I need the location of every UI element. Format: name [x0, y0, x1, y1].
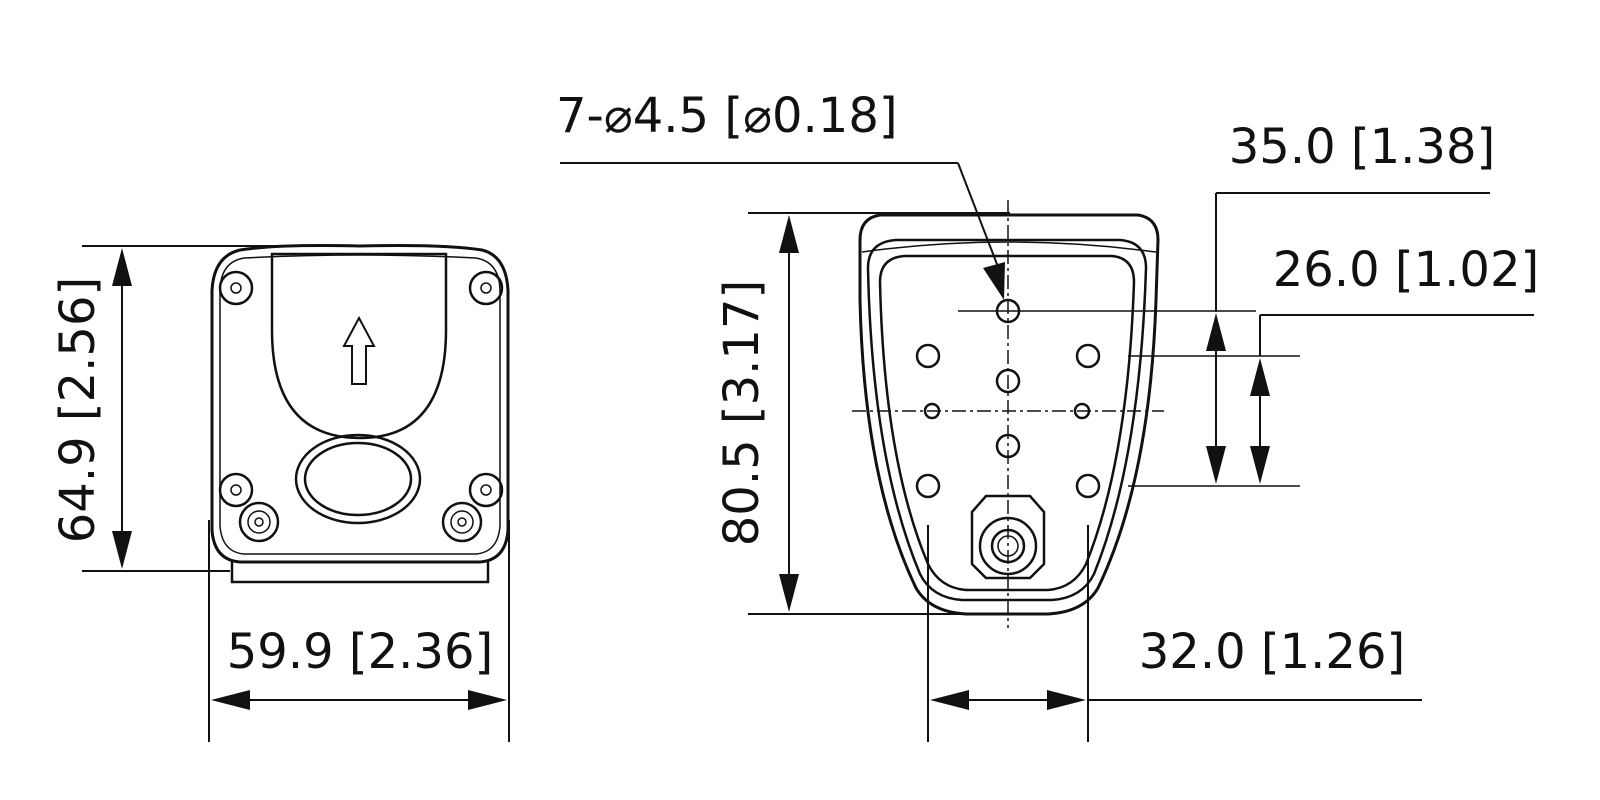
- torx-screw-icon: [441, 501, 483, 543]
- torx-screw-icon: [468, 270, 504, 306]
- mount-hole: [995, 368, 1021, 394]
- mount-hole-small: [923, 402, 941, 420]
- torx-screw-icon: [218, 472, 254, 508]
- mount-body-outline: [858, 213, 1160, 616]
- sliding-cover: [270, 252, 448, 440]
- front-body-outline: [210, 244, 510, 564]
- torx-screw-icon: [238, 501, 280, 543]
- cable-gland: [970, 494, 1046, 580]
- torx-screw-icon: [468, 472, 504, 508]
- lens-window-outer: [294, 433, 422, 525]
- mount-inner-plate: [866, 238, 1148, 602]
- height-dimension-left: 64.9 [2.56]: [50, 277, 106, 543]
- mount-hole: [995, 433, 1021, 459]
- mount-top-band: [861, 241, 1157, 253]
- dimension-26: 26.0 [1.02]: [1273, 242, 1539, 298]
- mount-hole: [915, 473, 941, 499]
- mount-hole: [1075, 343, 1101, 369]
- dimension-35: 35.0 [1.38]: [1229, 119, 1495, 175]
- width-dimension-left: 59.9 [2.36]: [227, 624, 493, 680]
- mount-hole: [995, 298, 1021, 324]
- mount-hole: [915, 343, 941, 369]
- torx-screw-icon: [218, 270, 254, 306]
- hole-callout: 7-⌀4.5 [⌀0.18]: [556, 88, 898, 144]
- front-view: 64.9 [2.56] 59.9 [2.36]: [50, 244, 510, 742]
- mount-hole-small: [1073, 402, 1091, 420]
- up-arrow-icon: [342, 315, 376, 385]
- mount-hole: [1075, 473, 1101, 499]
- dimension-32: 32.0 [1.26]: [1139, 624, 1405, 680]
- lens-window-inner: [303, 441, 413, 517]
- mount-recess: [878, 254, 1136, 592]
- height-dimension-right: 80.5 [3.17]: [714, 280, 770, 546]
- mount-view: 7-⌀4.5 [⌀0.18] 80.5 [3.17] 35.0 [1.38] 2…: [556, 88, 1539, 742]
